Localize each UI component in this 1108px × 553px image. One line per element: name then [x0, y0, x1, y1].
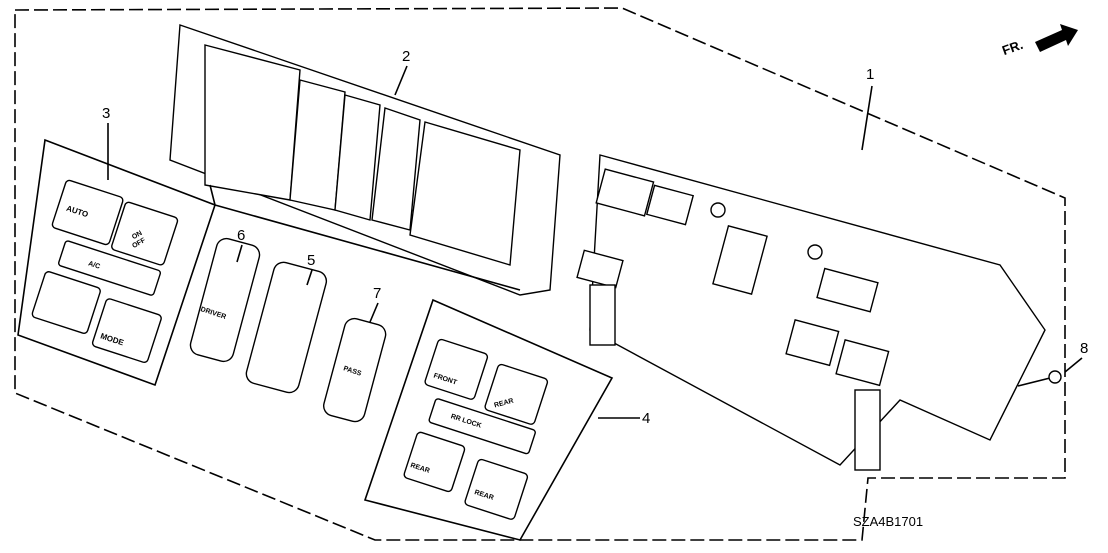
- assembly-boundary: [14, 7, 1066, 541]
- diagram-code: SZA4B1701: [853, 514, 924, 529]
- callout-3: 3: [102, 105, 111, 122]
- group-4-outline: [363, 298, 614, 541]
- callout-leaders: [107, 65, 873, 419]
- callout-5: 5: [307, 252, 316, 269]
- callout-4: 4: [642, 410, 651, 427]
- callout-6: 6: [237, 227, 246, 244]
- part-1-control-unit: [576, 154, 1046, 471]
- callout-2: 2: [402, 48, 411, 65]
- callout-8: 8: [1080, 340, 1089, 357]
- callout-7: 7: [373, 285, 382, 302]
- front-direction-arrow: [1035, 24, 1078, 52]
- part-8-screw: [1017, 357, 1083, 387]
- callout-1: 1: [866, 66, 875, 83]
- group-3-outline: [17, 138, 217, 387]
- part-2-bezel: [169, 24, 561, 296]
